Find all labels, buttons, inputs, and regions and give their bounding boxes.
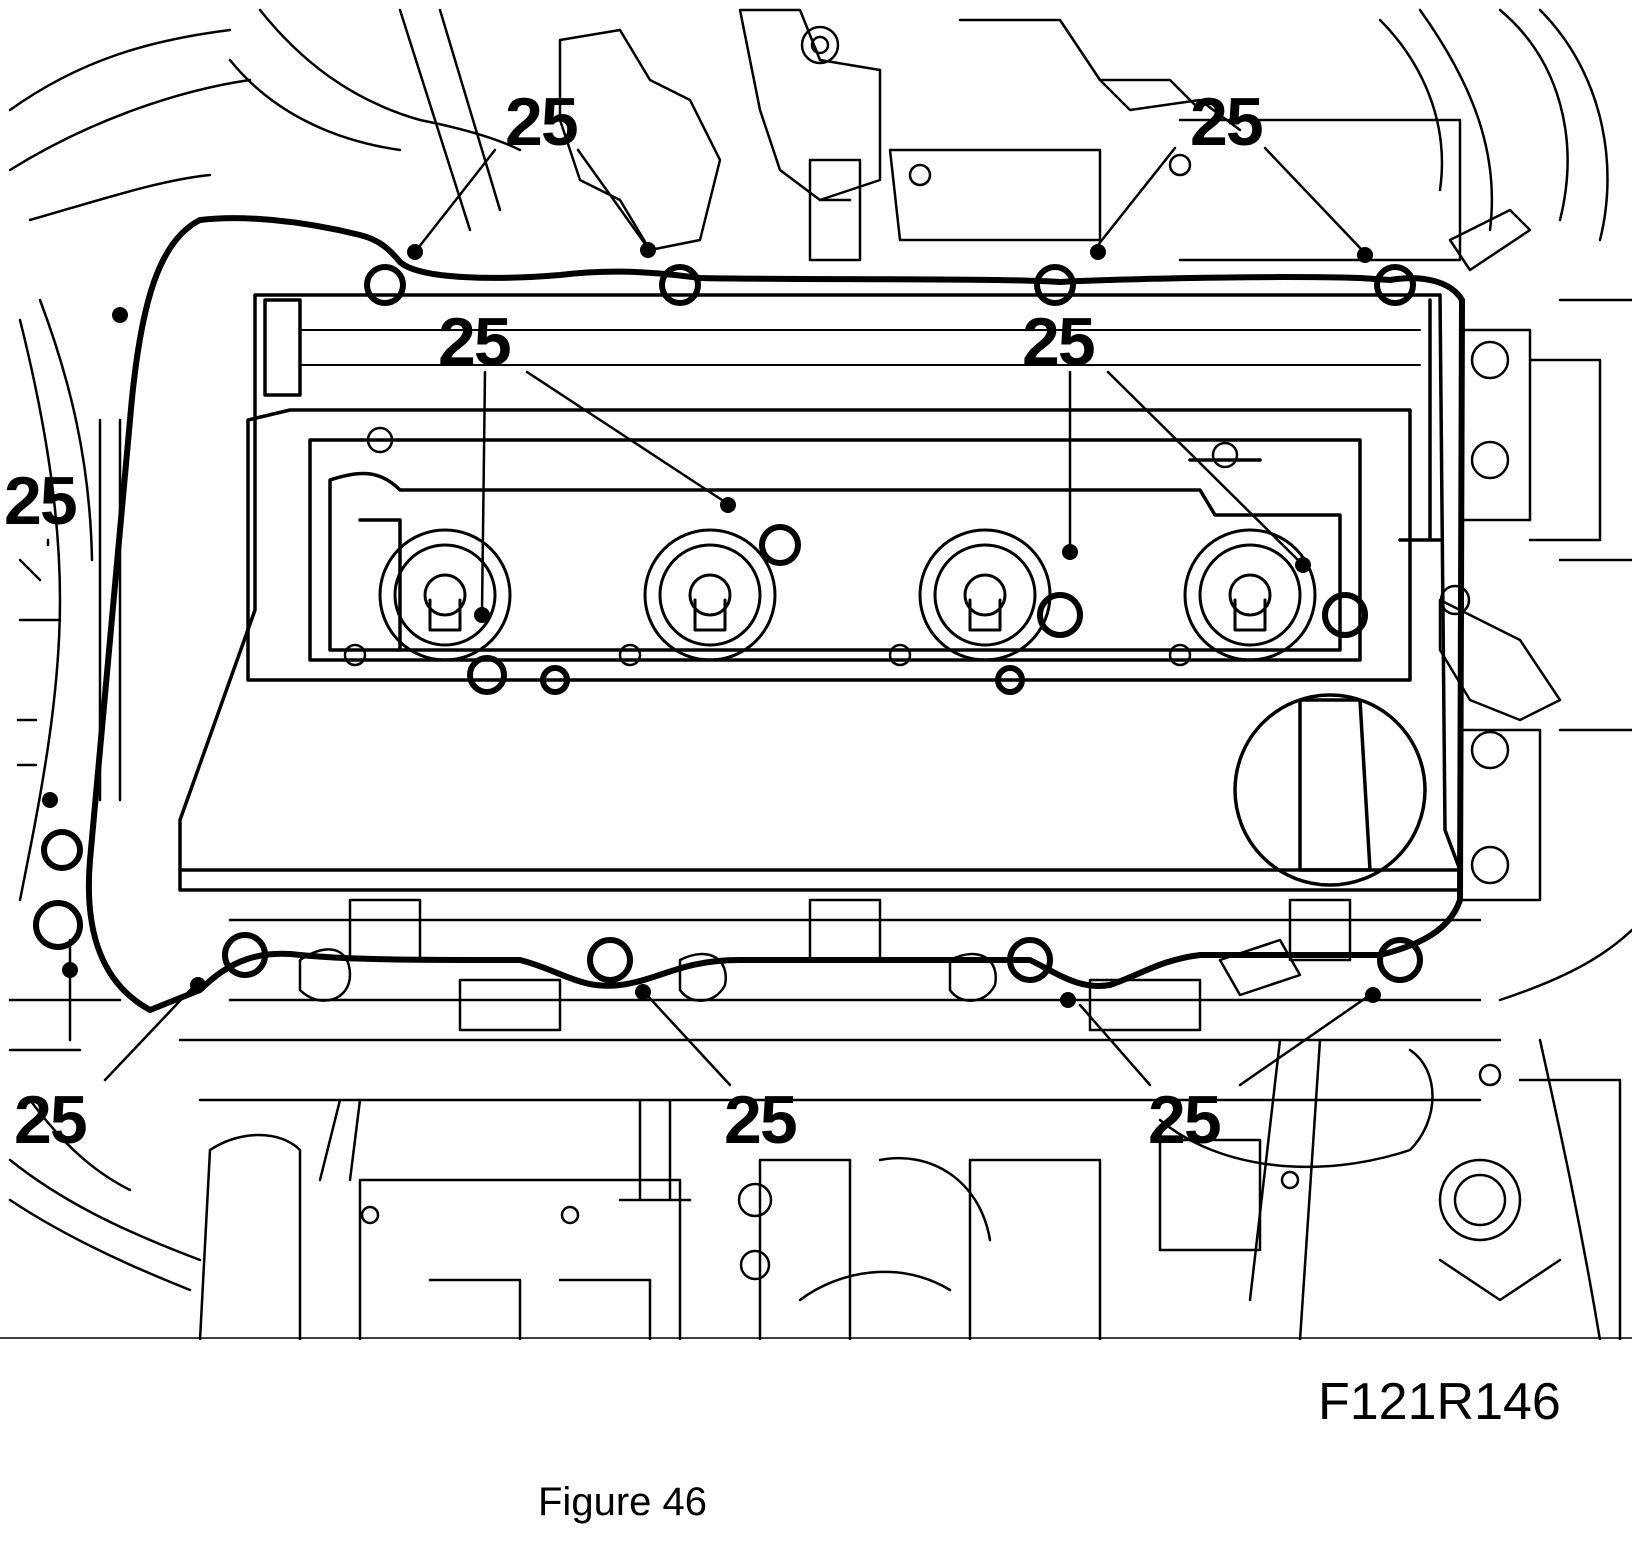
figure-caption: Figure 46: [538, 1480, 707, 1524]
cover-bolts: [33, 264, 1423, 983]
torque-callout-label: 25: [724, 1082, 798, 1158]
torque-callout-label: 25: [505, 84, 579, 160]
right-bracket: [1438, 298, 1632, 902]
figure-reference-code: F121R146: [1318, 1373, 1561, 1431]
callout-leader-lines: [16, 146, 1372, 1087]
engine-line-drawing: [0, 8, 1632, 1340]
torque-callout-label: 25: [1022, 304, 1096, 380]
valve-cover: [178, 293, 1462, 892]
lower-manifold: [0, 898, 1632, 1340]
engine-valve-cover-diagram: 25 25 25 25 25 25 25 25 F121R146: [0, 8, 1632, 1431]
gasket-outline: [85, 215, 1465, 1013]
oil-filler-cap: [1233, 693, 1427, 887]
torque-callout-label: 25: [14, 1082, 88, 1158]
spark-plug-wells: [378, 528, 1317, 662]
torque-callout-label: 25: [4, 463, 78, 539]
torque-callout-label: 25: [1190, 84, 1264, 160]
torque-callout-label: 25: [1148, 1082, 1222, 1158]
background-engine-parts: [8, 8, 1609, 272]
torque-callout-label: 25: [438, 304, 512, 380]
callout-dots: [42, 242, 1381, 1008]
small-bolts: [343, 340, 1510, 885]
